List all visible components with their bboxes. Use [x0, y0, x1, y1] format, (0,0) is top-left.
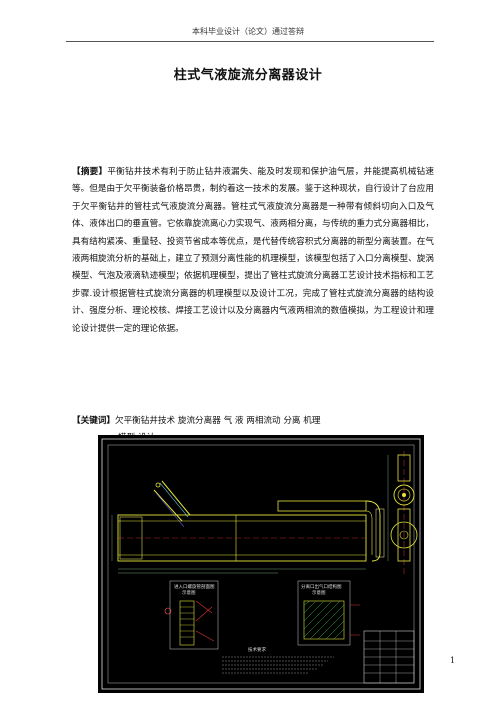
keywords-label: 【关键词】: [72, 416, 115, 426]
title-block: [363, 630, 415, 684]
dimension-lines: [111, 455, 389, 574]
inclined-inlet-pipe: [153, 480, 191, 528]
technical-notes: 技术要求: [222, 646, 334, 674]
drawing-border: [101, 438, 421, 690]
notes-title: 技术要求: [248, 646, 266, 653]
engineering-drawing: 进入口螺旋管剖面图 示意图 分离口出气口结构图 示意图: [98, 435, 424, 693]
page-number: 1: [450, 656, 456, 665]
running-header: 本科毕业设计（论文）通过答辩: [192, 27, 304, 36]
drawing-inner-border: [107, 444, 415, 684]
abstract-label: 【摘要】: [72, 167, 108, 177]
top-outlet-pipe: [277, 500, 385, 562]
cad-drawing-svg: 进入口螺旋管剖面图 示意图 分离口出气口结构图 示意图: [101, 438, 421, 690]
detail-view-inlet: 进入口螺旋管剖面图 示意图: [164, 580, 219, 650]
flange-view: [390, 451, 418, 575]
detail-2-subtitle: 示意图: [312, 589, 326, 596]
abstract-text: 平衡钻井技术有利于防止钻井液漏失、能及时发现和保护油气层，并能提高机械钻速等。但…: [72, 167, 434, 334]
detail-2-title: 分离口出气口结构图: [301, 583, 342, 590]
keywords-line-1: 欠平衡钻井技术 旋流分离器 气 液 两相流动 分离 机理: [114, 416, 321, 426]
horizontal-vessel: [117, 514, 367, 562]
detail-view-outlet: 分离口出气口结构图 示意图: [297, 580, 360, 646]
page-title: 柱式气液旋流分离器设计: [173, 68, 323, 83]
header-rule: [66, 41, 434, 42]
detail-1-title: 进入口螺旋管剖面图: [174, 583, 215, 590]
abstract-paragraph: 【摘要】平衡钻井技术有利于防止钻井液漏失、能及时发现和保护油气层，并能提高机械钻…: [72, 164, 434, 338]
detail-1-subtitle: 示意图: [182, 589, 196, 596]
